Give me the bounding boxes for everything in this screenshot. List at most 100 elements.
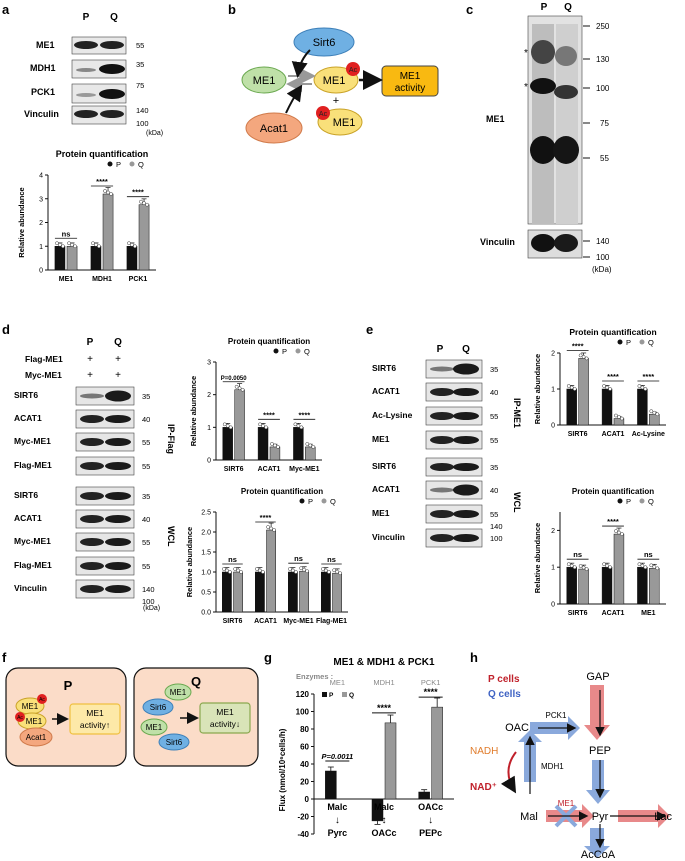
- acetyl-icon: [316, 106, 330, 120]
- y-tick-label: -20: [297, 813, 309, 822]
- bar: [578, 358, 589, 426]
- data-point: [617, 530, 621, 535]
- bar: [601, 388, 613, 426]
- legend-label: Q: [330, 497, 336, 506]
- blot-marker: 35: [142, 392, 150, 401]
- blot-label: SIRT6: [372, 363, 396, 373]
- blot-marker: 40: [142, 515, 150, 524]
- significance-label: ns: [294, 554, 303, 563]
- blot-band-p: [80, 393, 104, 399]
- bar: [102, 193, 114, 271]
- asterisk: *: [524, 82, 528, 93]
- activity-line: ME1: [400, 71, 421, 82]
- data-point: [276, 445, 280, 449]
- y-tick-label: 1: [39, 244, 43, 251]
- blot-band-p: [80, 515, 104, 523]
- significance-label: ****: [572, 341, 584, 350]
- bar: [266, 529, 276, 613]
- svg-text:Sirt6: Sirt6: [150, 703, 167, 712]
- data-point: [572, 387, 577, 391]
- y-tick-label: 0: [305, 795, 310, 804]
- legend-marker: [129, 161, 135, 167]
- data-point: [614, 413, 618, 418]
- data-point: [139, 199, 143, 204]
- blot-band-q: [105, 415, 131, 423]
- blot-marker: 55: [142, 538, 150, 547]
- data-point: [311, 445, 316, 449]
- x-tick-label: Myc-ME1: [289, 466, 319, 473]
- data-point: [655, 566, 660, 571]
- data-point: [581, 355, 586, 359]
- data-point: [58, 242, 62, 247]
- data-point: [236, 568, 240, 573]
- blot-marker: 75: [136, 81, 144, 90]
- data-point: [581, 565, 586, 570]
- bar: [293, 427, 304, 461]
- cond-label: Flag-ME1: [25, 354, 63, 364]
- bar: [305, 446, 316, 461]
- x-tick-label: Ac-Lysine: [632, 431, 665, 438]
- significance-label: P=0.0011: [321, 752, 353, 761]
- chart-title: ME1 & MDH1 & PCK1: [333, 657, 435, 668]
- svg-text:100: 100: [596, 253, 610, 262]
- svg-text:Ac: Ac: [39, 697, 45, 703]
- panel-h: h P cells Q cells GAP OAC PCK1 PEP NADH …: [470, 650, 672, 861]
- blot-marker: 100: [142, 597, 155, 606]
- blot-marker: 55: [142, 438, 150, 447]
- blot-marker: 55: [490, 510, 498, 519]
- bar: [255, 571, 265, 613]
- blot-band-p: [80, 438, 104, 446]
- plus-label: +: [333, 95, 339, 107]
- svg-text:Acat1: Acat1: [26, 733, 47, 742]
- chart-title: Protein quantification: [241, 487, 323, 496]
- blot-label: ME1: [372, 508, 390, 518]
- significance-label: ns: [228, 555, 237, 564]
- bar: [649, 568, 660, 605]
- bar: [384, 722, 397, 800]
- svg-text:100: 100: [596, 84, 610, 93]
- blot-band-q: [105, 390, 131, 402]
- blot-label: Flag-ME1: [14, 460, 52, 470]
- data-point: [264, 425, 268, 430]
- data-point: [584, 567, 589, 571]
- blot-band-q: [453, 534, 479, 542]
- gap-pep-p: [590, 685, 604, 725]
- blot-marker: 55: [490, 412, 498, 421]
- blot-label: SIRT6: [372, 461, 396, 471]
- data-point: [617, 415, 621, 419]
- panel-d-lane-p: P: [87, 337, 94, 348]
- reaction-arrow: ↕: [382, 815, 387, 826]
- y-tick-label: 2: [207, 392, 211, 399]
- data-point: [130, 242, 134, 247]
- blot-band-p: [430, 412, 454, 420]
- legend-label: Q: [138, 160, 144, 169]
- bar: [269, 446, 281, 461]
- reaction-from: OACc: [418, 802, 443, 812]
- svg-text:ME1: ME1: [22, 702, 39, 711]
- bar: [257, 427, 269, 461]
- bar: [233, 571, 243, 613]
- data-point: [608, 565, 612, 570]
- blot-label: Myc-ME1: [14, 536, 51, 546]
- data-point: [637, 384, 642, 388]
- blot-label: ACAT1: [372, 386, 400, 396]
- y-tick-label: 1: [551, 387, 555, 394]
- svg-text:Ac: Ac: [17, 715, 23, 721]
- bar: [431, 706, 443, 800]
- me1-label: ME1: [558, 799, 575, 808]
- svg-text:140: 140: [596, 237, 610, 246]
- blot-label: ACAT1: [14, 413, 42, 423]
- legend-marker: [639, 498, 645, 504]
- blot-label: Vinculin: [372, 532, 405, 542]
- blot-label: Flag-ME1: [14, 560, 52, 570]
- panel-a-blot-me1: ME1 55: [36, 36, 144, 55]
- blot-label: ACAT1: [14, 513, 42, 523]
- bar: [90, 246, 102, 271]
- enzymes-label: Enzymes :: [296, 672, 333, 681]
- y-tick-label: 4: [39, 173, 43, 180]
- y-tick-label: 3: [207, 360, 211, 367]
- data-point: [649, 409, 654, 414]
- y-tick-label: 0: [207, 458, 211, 465]
